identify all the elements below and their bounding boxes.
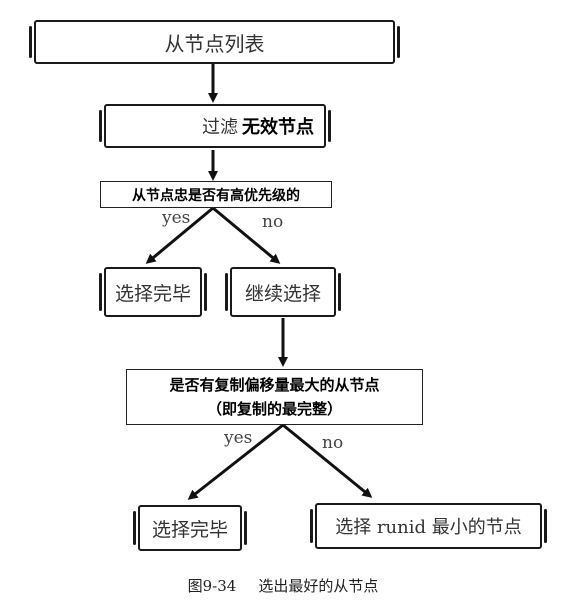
edge-label-no-1: no xyxy=(262,212,284,232)
figure-caption: 图9-34 选出最好的从节点 xyxy=(0,575,566,596)
edge-label-yes-1: yes xyxy=(162,208,191,228)
figure-number: 图9-34 xyxy=(187,577,237,595)
select-done-node-1: 选择完毕 xyxy=(99,267,207,317)
edge-label-yes-2: yes xyxy=(224,428,253,448)
figure-title: 选出最好的从节点 xyxy=(258,577,379,595)
offset-question-line2: （即复制的最完整） xyxy=(206,400,342,418)
filter-node: 过滤 无效节点 xyxy=(99,104,331,148)
arrow-priority-no xyxy=(212,206,281,264)
arrow-offset-yes xyxy=(187,423,284,500)
select-min-runid-node: 选择 runid 最小的节点 xyxy=(310,503,547,549)
filter-prefix-label: 过滤 xyxy=(202,117,238,138)
continue-select-node: 继续选择 xyxy=(225,267,341,317)
arrow-offset-no xyxy=(282,423,373,498)
offset-question-line1: 是否有复制偏移量最大的从节点 xyxy=(169,376,380,394)
continue-select-label: 继续选择 xyxy=(244,282,321,305)
slave-list-node: 从节点列表 xyxy=(29,20,400,64)
select-min-runid-label: 选择 runid 最小的节点 xyxy=(335,517,522,538)
select-done-label-1: 选择完毕 xyxy=(114,282,191,305)
slave-list-label: 从节点列表 xyxy=(164,31,265,56)
select-done-label-2: 选择完毕 xyxy=(151,518,228,541)
filter-suffix-label: 无效节点 xyxy=(242,117,314,138)
arrow-priority-yes xyxy=(145,206,214,264)
offset-question-node: 是否有复制偏移量最大的从节点 （即复制的最完整） xyxy=(126,369,423,425)
select-done-node-2: 选择完毕 xyxy=(133,505,247,551)
priority-question-label: 从节点忠是否有高优先级的 xyxy=(132,187,300,204)
edge-label-no-2: no xyxy=(322,433,344,453)
priority-question-node: 从节点忠是否有高优先级的 xyxy=(100,181,332,208)
